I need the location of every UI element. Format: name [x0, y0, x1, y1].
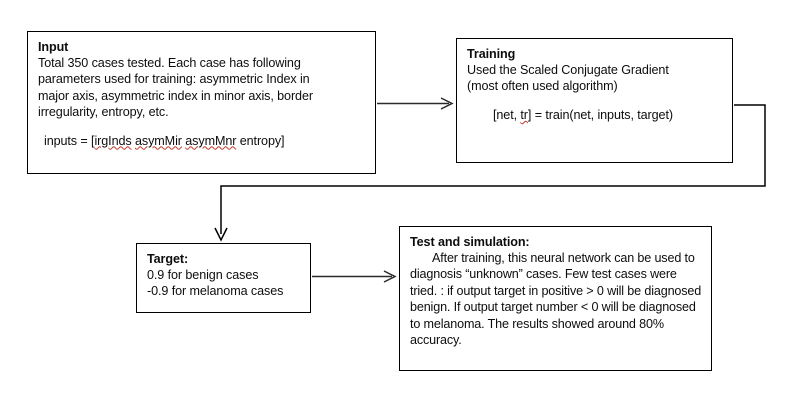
node-training-line-2: (most often used algorithm) — [467, 79, 618, 94]
node-input-title: Input — [38, 40, 69, 54]
node-training-code-token: tr — [520, 107, 528, 122]
node-input-code-suffix: entropy] — [236, 133, 285, 148]
node-test-paragraph: After training, this neural network can … — [410, 251, 702, 347]
node-target[interactable]: Target: 0.9 for benign cases -0.9 for me… — [136, 243, 311, 313]
node-target-line-2: -0.9 for melanoma cases — [147, 284, 284, 299]
connector-input-to-training — [377, 97, 454, 110]
node-input[interactable]: Input Total 350 cases tested. Each case … — [27, 31, 376, 174]
node-training-code-suffix: ] = train(net, inputs, target) — [527, 107, 673, 122]
node-training-title: Training — [467, 47, 516, 61]
node-training-spacer — [467, 95, 723, 107]
node-input-code-token-3: asymMnr — [185, 133, 237, 148]
node-input-code-token-2: asymMir — [134, 133, 182, 148]
node-target-line-1: 0.9 for benign cases — [147, 268, 259, 283]
node-input-line-4: irregularity, entropy, etc. — [38, 105, 169, 120]
node-input-line-3: major axis, asymmetric index in minor ax… — [38, 88, 313, 103]
node-input-code: inputs = [irgInds asymMir asymMnr entrop… — [38, 133, 366, 149]
node-input-spacer — [38, 121, 366, 133]
connector-target-to-test — [312, 270, 397, 283]
node-test-and-simulation[interactable]: Test and simulation: After training, thi… — [399, 226, 712, 371]
node-training-code: [net, tr] = train(net, inputs, target) — [467, 107, 723, 123]
node-training-line-1: Used the Scaled Conjugate Gradient — [467, 63, 669, 78]
node-input-code-prefix: inputs = [ — [44, 133, 95, 148]
node-input-code-token-1: irgInds — [94, 133, 132, 148]
node-input-line-2: parameters used for training: asymmetric… — [38, 72, 310, 87]
node-test-title: Test and simulation: — [410, 235, 530, 249]
node-target-title: Target: — [147, 252, 189, 266]
node-input-line-1: Total 350 cases tested. Each case has fo… — [38, 56, 301, 71]
node-training[interactable]: Training Used the Scaled Conjugate Gradi… — [456, 38, 733, 163]
node-training-code-prefix: [net, — [493, 107, 521, 122]
